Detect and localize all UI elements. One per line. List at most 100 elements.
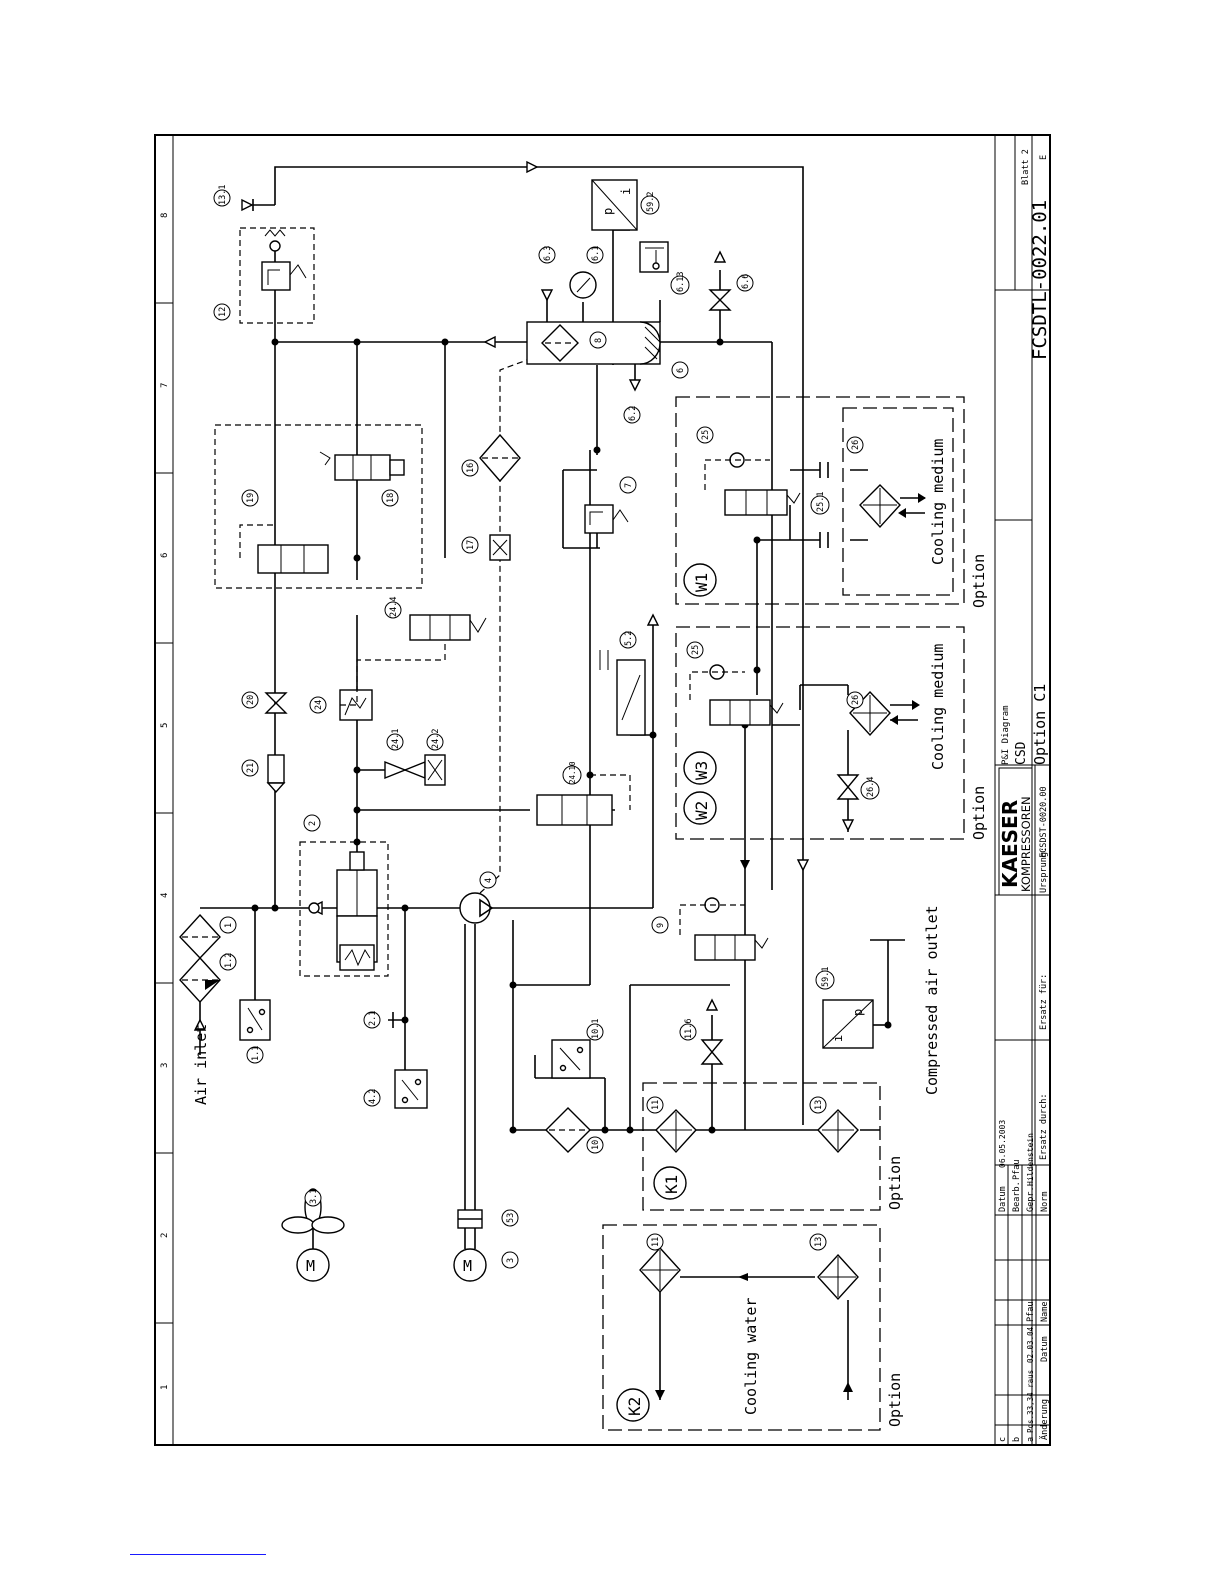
- solenoid-valve-18: [319, 451, 405, 481]
- bubble-6-6: 6.6: [736, 274, 754, 292]
- pt-59-2-i: i: [619, 188, 633, 195]
- grid-number-4: 4: [160, 893, 170, 898]
- drain-valve-6-6: [708, 250, 732, 311]
- pressure-gauge-6-1: [569, 271, 597, 322]
- bubble-7: 7: [619, 476, 637, 494]
- svg-text:W3: W3: [692, 761, 711, 780]
- thermostat-5-2: [599, 650, 646, 736]
- air-inlet-label: Air inlet: [192, 1024, 210, 1105]
- svg-text:24.10: 24.10: [568, 761, 577, 784]
- rev-a-date: 02.03.04: [1026, 1326, 1035, 1363]
- valve-24-1: [384, 760, 426, 780]
- solenoid-valve-24-4: [409, 614, 487, 641]
- valve-20: [264, 692, 288, 714]
- bubble-11-6: 11.6: [679, 1019, 697, 1041]
- cooling-medium-label-w2: Cooling medium: [929, 644, 947, 770]
- replace-for-label: Ersatz für:: [1039, 974, 1049, 1030]
- title-line-1: P&I Diagram: [1001, 705, 1011, 765]
- title-line-2: CSD: [1014, 741, 1029, 765]
- svg-text:10.1: 10.1: [591, 1019, 601, 1039]
- svg-text:24.2: 24.2: [431, 729, 441, 749]
- oil-filter-10: [545, 1107, 591, 1153]
- svg-text:6.3: 6.3: [543, 246, 553, 261]
- svg-text:13.1: 13.1: [218, 185, 228, 205]
- svg-text:59.1: 59.1: [821, 967, 831, 987]
- svg-text:6.13: 6.13: [676, 272, 686, 292]
- bubble-3-1: 3.1: [304, 1189, 322, 1207]
- bubble-26-4: 26.4: [860, 777, 880, 800]
- bubble-59-2: 59.2: [640, 192, 660, 215]
- svg-text:8: 8: [594, 338, 604, 343]
- date-col-label: Datum: [1040, 1336, 1050, 1362]
- grid-number-7: 7: [160, 383, 170, 388]
- group-label-w2: W2: [683, 791, 717, 825]
- svg-text:11: 11: [651, 1237, 661, 1247]
- valve-21: [266, 754, 286, 794]
- pt-59-2-p: p: [601, 208, 615, 215]
- min-pressure-valve-12: [261, 229, 307, 291]
- group-label-w3: W3: [683, 751, 717, 785]
- bubble-59-1: 59.1: [815, 967, 835, 990]
- option-label-k1: Option: [886, 1156, 904, 1210]
- k2-oil-cooler-11: [639, 1246, 681, 1294]
- svg-text:24.4: 24.4: [389, 597, 399, 617]
- control-valve-24: [339, 625, 446, 721]
- drawing-frame: [154, 134, 1051, 1446]
- svg-text:24.1: 24.1: [391, 729, 401, 749]
- bubble-26-w1: 26: [846, 436, 864, 454]
- bubble-8: 8: [589, 331, 607, 349]
- bubble-24: 24: [309, 696, 327, 714]
- bubble-4: 4: [479, 871, 497, 889]
- bubble-24-1: 24.1: [386, 729, 404, 751]
- pressure-transducer-59-1: [822, 999, 874, 1049]
- bubble-1-2: 1.2: [219, 953, 237, 971]
- svg-text:2.1: 2.1: [368, 1011, 378, 1026]
- air-cooler-13: [817, 1109, 859, 1154]
- change-label: Änderung: [1039, 1399, 1050, 1440]
- svg-text:W2: W2: [692, 801, 711, 820]
- svg-text:19: 19: [246, 493, 256, 503]
- intake-filter: [179, 913, 221, 1004]
- rev-a-name: Pfau: [1026, 1302, 1036, 1322]
- origin-label: Ursprung:: [1039, 847, 1049, 893]
- svg-text:13: 13: [814, 1100, 824, 1110]
- svg-text:6.6: 6.6: [741, 274, 751, 289]
- bubble-25-1: 25.1: [810, 492, 830, 515]
- main-motor-letter: M: [463, 1257, 472, 1275]
- bubble-3: 3: [501, 1251, 519, 1269]
- bubble-13-1: 13.1: [213, 185, 231, 207]
- svg-text:25: 25: [691, 645, 701, 655]
- svg-text:12: 12: [218, 307, 228, 317]
- bubble-19: 19: [241, 489, 259, 507]
- bubble-24-4: 24.4: [384, 597, 402, 619]
- w1-cooler-26: [859, 484, 926, 529]
- svg-text:1.1: 1.1: [251, 1046, 261, 1061]
- svg-text:6: 6: [676, 368, 686, 373]
- diff-pressure-switch-10-1: [551, 1039, 591, 1079]
- pt-59-1-i: i: [831, 1035, 845, 1042]
- bubble-4-2: 4.2: [363, 1089, 381, 1107]
- bubble-53: 53: [501, 1209, 519, 1227]
- origin-value: FCSDST-0020.00: [1039, 786, 1049, 858]
- gepr-label: Gepr.: [1026, 1186, 1036, 1212]
- piping: [199, 166, 905, 1400]
- rev-c: c: [998, 1437, 1008, 1442]
- option-box-w2w3: [675, 626, 965, 840]
- svg-text:6.2: 6.2: [628, 406, 638, 421]
- bubble-1: 1: [219, 916, 237, 934]
- group-label-w1: W1: [683, 563, 717, 597]
- bubble-17: 17: [461, 536, 479, 554]
- w2-valve-26-4: [836, 774, 860, 832]
- bubble-6-1: 6.1: [586, 246, 604, 264]
- svg-text:17: 17: [466, 540, 476, 550]
- cooling-medium-label-w1: Cooling medium: [929, 439, 947, 565]
- bubble-6-3: 6.3: [538, 246, 556, 264]
- drawing-number: FCSDTL-0022.01: [1029, 200, 1051, 360]
- w2-thermo-valve-25: [689, 664, 784, 726]
- svg-text:53: 53: [506, 1213, 516, 1223]
- svg-text:16: 16: [466, 463, 476, 473]
- check-valve-13-1: [241, 198, 254, 212]
- bubble-2-1: 2.1: [363, 1011, 381, 1029]
- svg-text:1: 1: [224, 923, 234, 928]
- bubble-11-k2: 11: [646, 1233, 664, 1251]
